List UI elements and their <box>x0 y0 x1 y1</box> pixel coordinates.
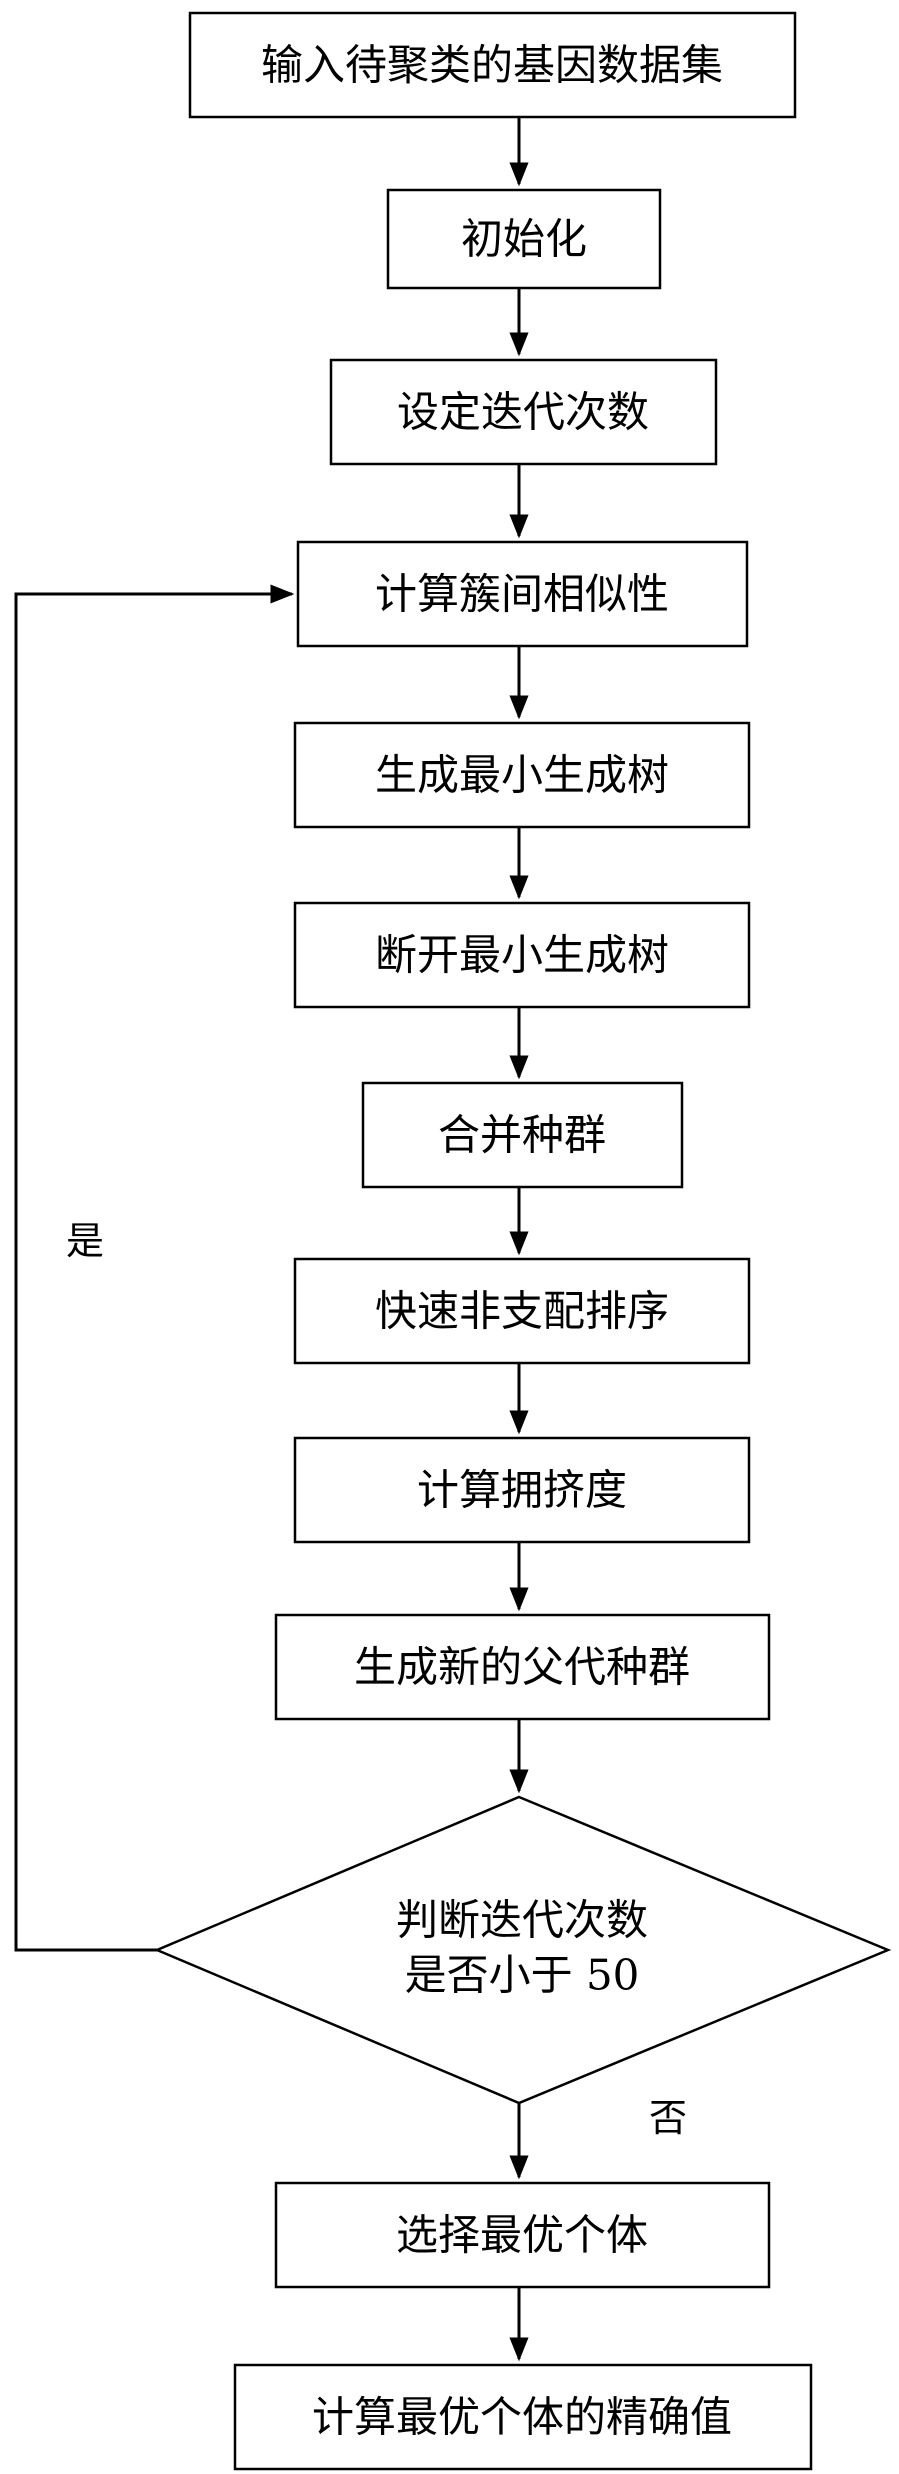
process-crowding-distance: 计算拥挤度 <box>293 1436 751 1544</box>
node-label: 计算最优个体的精确值 <box>312 2393 732 2442</box>
node-label: 计算簇间相似性 <box>375 570 669 619</box>
node-label: 合并种群 <box>438 1111 606 1160</box>
node-label: 初始化 <box>461 215 587 264</box>
process-break-mst: 断开最小生成树 <box>293 901 751 1009</box>
no-label: 否 <box>649 2096 687 2140</box>
node-label: 计算拥挤度 <box>417 1466 627 1515</box>
process-select-best-individual: 选择最优个体 <box>274 2181 771 2289</box>
process-merge-population: 合并种群 <box>361 1081 684 1189</box>
process-compute-precision: 计算最优个体的精确值 <box>233 2363 813 2471</box>
process-new-parent-population: 生成新的父代种群 <box>274 1613 771 1721</box>
yes-label: 是 <box>66 1219 104 1263</box>
node-label: 断开最小生成树 <box>375 931 669 980</box>
node-label: 选择最优个体 <box>396 2211 648 2260</box>
process-cluster-similarity: 计算簇间相似性 <box>296 540 749 648</box>
node-label: 输入待聚类的基因数据集 <box>261 41 723 90</box>
decision-label-line1: 判断迭代次数 <box>396 1896 648 1945</box>
process-input-gene-dataset: 输入待聚类的基因数据集 <box>188 11 797 119</box>
node-label: 生成新的父代种群 <box>354 1643 690 1692</box>
yes-loop-edge <box>14 584 295 1952</box>
node-label: 设定迭代次数 <box>397 388 649 437</box>
process-initialize: 初始化 <box>386 188 662 290</box>
node-label: 生成最小生成树 <box>375 751 669 800</box>
process-set-iterations: 设定迭代次数 <box>329 358 718 466</box>
node-label: 快速非支配排序 <box>375 1287 669 1336</box>
process-generate-mst: 生成最小生成树 <box>293 721 751 829</box>
decision-iterations-less-than-50: 判断迭代次数 是否小于 50 <box>153 1795 892 2105</box>
process-fast-nondominated-sort: 快速非支配排序 <box>293 1257 751 1365</box>
decision-label-line2: 是否小于 50 <box>405 1951 640 2000</box>
